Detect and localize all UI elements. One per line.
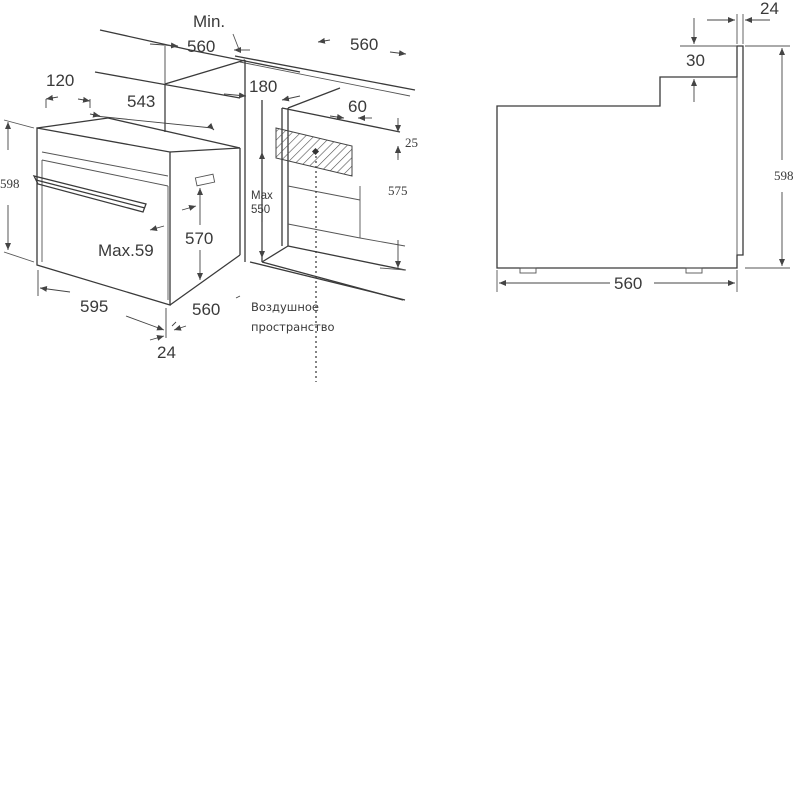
oven-depth-label: 560 (192, 300, 220, 319)
floor-line (261, 261, 404, 301)
inner-height-label: 570 (185, 229, 213, 248)
vent-offset-label: 60 (348, 97, 367, 116)
cutout-top-label: 120 (46, 71, 74, 90)
oven-body (32, 117, 241, 306)
max-label: Max (251, 190, 273, 202)
air-space-label-line2: пространство (251, 320, 335, 334)
door-thickness-label: 24 (157, 343, 176, 362)
side-height-label: 598 (774, 168, 794, 183)
oven-width-label: 595 (80, 297, 108, 316)
niche-cabinet (164, 59, 406, 301)
vent-area (275, 127, 353, 382)
niche-width-label: 543 (127, 92, 155, 111)
foot-back (685, 267, 703, 274)
min-label: Min. (193, 12, 225, 31)
niche-depth-label: 560 (187, 37, 215, 56)
side-door-depth-label: 24 (760, 0, 779, 18)
back-gap-label: 180 (249, 77, 277, 96)
side-view-outline (496, 45, 744, 269)
side-view: 24 30 598 560 (496, 0, 794, 293)
side-step-height-label: 30 (686, 51, 705, 70)
max-value-label: 550 (251, 204, 270, 216)
vent-height-label: 25 (405, 135, 418, 150)
niche-height-label: 575 (388, 183, 408, 198)
depth-front-label: Max.59 (98, 241, 154, 260)
foot-front (519, 267, 537, 274)
counter-depth-label: 560 (350, 35, 378, 54)
oven-height-label: 598 (0, 176, 20, 191)
side-depth-label: 560 (614, 274, 642, 293)
dimension-lines (3, 33, 407, 341)
installation-view: Min. 560 560 120 543 180 60 25 Max 550 5… (0, 12, 418, 382)
air-space-label-line1: Воздушное (251, 300, 319, 314)
door-handle (32, 175, 147, 213)
